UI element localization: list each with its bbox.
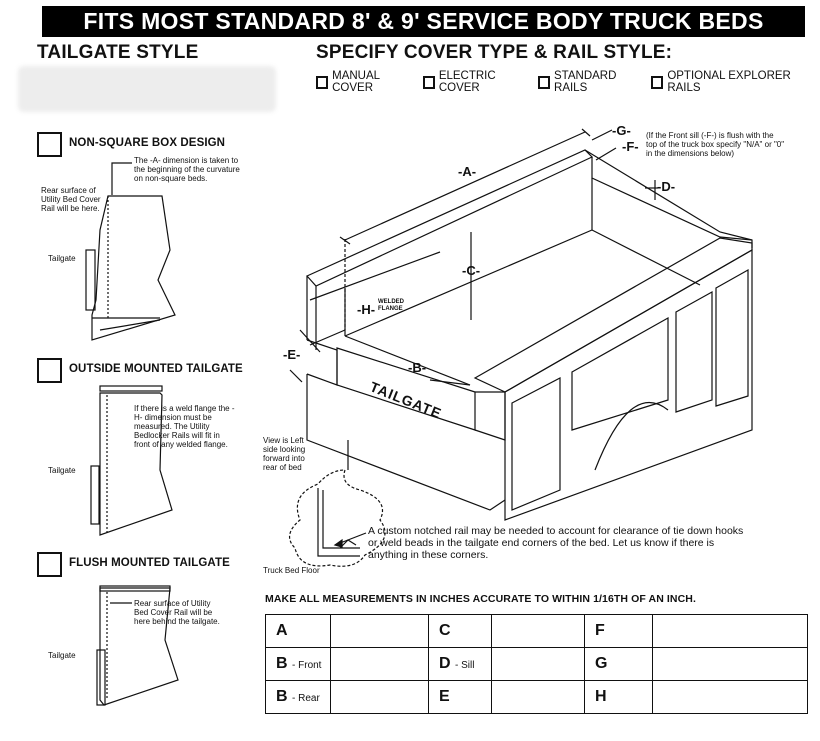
input-a-field[interactable] — [331, 614, 432, 648]
nonsquare-profile — [85, 162, 176, 341]
input-g[interactable] — [652, 647, 811, 681]
input-g-field[interactable] — [653, 647, 811, 681]
dim-a-label: -A- — [458, 164, 477, 179]
input-b-rear[interactable] — [330, 680, 432, 714]
electric-cover-option[interactable]: ELECTRIC COVER — [422, 70, 530, 94]
input-f[interactable] — [652, 614, 811, 648]
front-sill-note: (If the Front sill (-F-) is flush with t… — [646, 131, 785, 158]
banner-title: FITS MOST STANDARD 8' & 9' SERVICE BODY … — [83, 8, 764, 34]
cell-label-f: F — [584, 614, 653, 648]
input-e-field[interactable] — [492, 680, 588, 714]
truck-bed-drawing — [289, 128, 753, 567]
welded-flange-label: WELDED FLANGE — [378, 299, 404, 312]
input-e[interactable] — [491, 680, 588, 714]
measurements-table: A C F B - Front D - Sill G B - Rear E H — [265, 614, 811, 714]
input-h[interactable] — [652, 680, 811, 714]
standard-rails-option[interactable]: STANDARD RAILS — [537, 70, 643, 94]
flush-mounted-note: Rear surface of Utility Bed Cover Rail w… — [134, 599, 220, 626]
explorer-rails-option[interactable]: OPTIONAL EXPLORER RAILS — [651, 70, 812, 94]
input-c-field[interactable] — [492, 614, 588, 648]
input-d-sill-field[interactable] — [492, 647, 588, 681]
manual-cover-option[interactable]: MANUAL COVER — [316, 70, 415, 94]
outside-mounted-checkbox[interactable] — [37, 358, 62, 383]
explorer-rails-checkbox[interactable] — [651, 75, 664, 89]
standard-rails-label: STANDARD RAILS — [554, 70, 617, 94]
nonsquare-note: The -A- dimension is taken to the beginn… — [134, 156, 240, 183]
input-a[interactable] — [330, 614, 432, 648]
input-b-front[interactable] — [330, 647, 432, 681]
input-f-field[interactable] — [653, 614, 811, 648]
tailgate-label-1: Tailgate — [48, 254, 76, 263]
redacted-area — [18, 66, 276, 112]
notch-note: A custom notched rail may be needed to a… — [368, 525, 744, 561]
tailgate-label-2: Tailgate — [48, 466, 76, 475]
measurements-title: MAKE ALL MEASUREMENTS IN INCHES ACCURATE… — [265, 593, 696, 605]
dim-h-label: -H- — [357, 302, 376, 317]
table-row: B - Front D - Sill G — [265, 647, 811, 681]
nonsquare-label: NON-SQUARE BOX DESIGN — [69, 137, 226, 149]
table-row: B - Rear E H — [265, 680, 811, 714]
cell-label-b-front: B - Front — [265, 647, 331, 681]
table-row: A C F — [265, 614, 811, 648]
input-b-front-field[interactable] — [331, 647, 432, 681]
view-note: View is Left side looking forward into r… — [263, 436, 306, 472]
outside-mounted-label: OUTSIDE MOUNTED TAILGATE — [69, 363, 243, 375]
cell-label-b-rear: B - Rear — [265, 680, 331, 714]
dim-c-label: -C- — [462, 263, 481, 278]
flush-mounted-checkbox[interactable] — [37, 552, 62, 577]
cell-label-e: E — [428, 680, 492, 714]
cover-options: MANUAL COVER ELECTRIC COVER STANDARD RAI… — [316, 70, 820, 94]
flush-mounted-label: FLUSH MOUNTED TAILGATE — [69, 557, 230, 569]
floor-label: Truck Bed Floor — [263, 566, 320, 575]
cell-label-c: C — [428, 614, 492, 648]
cell-label-d-sill: D - Sill — [428, 647, 492, 681]
outside-mounted-note: If there is a weld flange the -H- dimens… — [134, 404, 235, 449]
input-c[interactable] — [491, 614, 588, 648]
dim-d-label: -D- — [657, 179, 676, 194]
rear-surface-note: Rear surface of Utility Bed Cover Rail w… — [41, 186, 101, 213]
manual-cover-label: MANUAL COVER — [332, 70, 380, 94]
page-banner: FITS MOST STANDARD 8' & 9' SERVICE BODY … — [42, 6, 805, 37]
input-b-rear-field[interactable] — [331, 680, 432, 714]
nonsquare-checkbox[interactable] — [37, 132, 62, 157]
electric-cover-label: ELECTRIC COVER — [438, 70, 496, 94]
explorer-rails-label: OPTIONAL EXPLORER RAILS — [667, 70, 791, 94]
dim-e-label: -E- — [283, 347, 301, 362]
dim-b-label: -B- — [408, 360, 427, 375]
dim-f-label: -F- — [622, 139, 639, 154]
tailgate-label-3: Tailgate — [48, 651, 76, 660]
cell-label-g: G — [584, 647, 653, 681]
flush-profile — [96, 585, 179, 706]
electric-cover-checkbox[interactable] — [422, 75, 435, 89]
input-d-sill[interactable] — [491, 647, 588, 681]
cell-label-a: A — [265, 614, 331, 648]
cell-label-h: H — [584, 680, 653, 714]
standard-rails-checkbox[interactable] — [537, 75, 551, 89]
input-h-field[interactable] — [653, 680, 811, 714]
cover-type-title: SPECIFY COVER TYPE & RAIL STYLE: — [316, 42, 673, 63]
manual-cover-checkbox[interactable] — [316, 75, 329, 89]
dim-g-label: -G- — [612, 123, 631, 138]
outside-profile — [90, 385, 173, 536]
tailgate-style-title: TAILGATE STYLE — [37, 42, 199, 63]
